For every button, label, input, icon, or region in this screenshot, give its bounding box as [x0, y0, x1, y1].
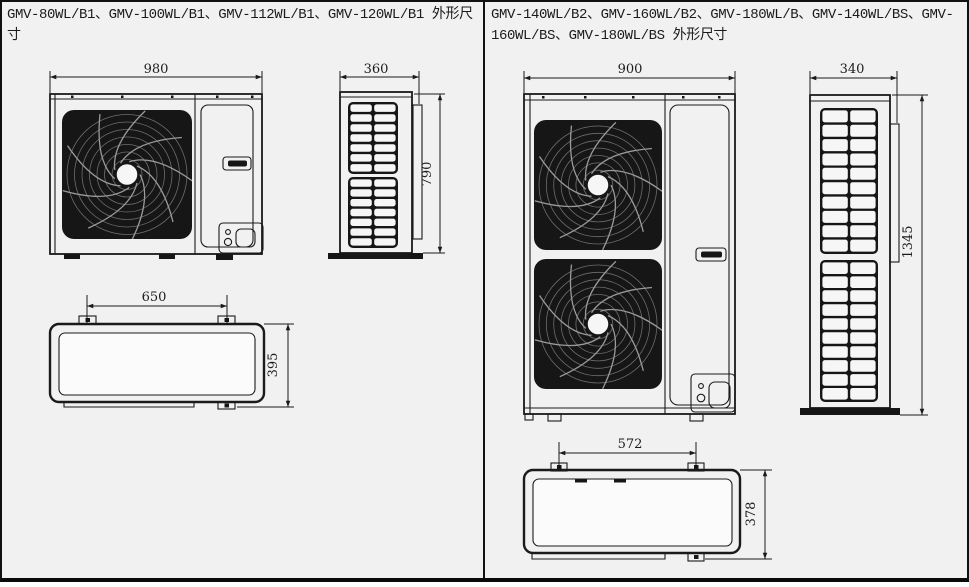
- right-front-screws: [542, 96, 721, 99]
- left-top-view: 650 395: [48, 290, 294, 410]
- left-side-depth-label: 360: [364, 62, 389, 77]
- left-handle: [222, 156, 252, 171]
- right-top-notch-2: [614, 479, 626, 483]
- right-top-depth-dimension: 378: [705, 469, 772, 560]
- left-top-depth-label: 395: [266, 353, 281, 378]
- right-top-base-edge: [531, 553, 666, 560]
- panel-left-title: GMV-80WL/B1、GMV-100WL/B1、GMV-112WL/B1、GM…: [7, 7, 473, 44]
- right-side-depth-dimension: 340: [809, 62, 898, 123]
- right-top-notch-1: [575, 479, 587, 483]
- right-front-feet: [524, 413, 704, 422]
- left-top-bottom-tab: [217, 401, 236, 410]
- left-top-pitch-label: 650: [142, 290, 167, 305]
- right-top-pitch-label: 572: [618, 437, 643, 452]
- left-fan-hub: [115, 162, 139, 187]
- left-side-grille-lower: [348, 177, 398, 248]
- left-top-pitch-dimension: 650: [86, 290, 228, 323]
- panel-right-title: GMV-140WL/B2、GMV-160WL/B2、GMV-180WL/B、GM…: [491, 7, 954, 44]
- right-side-grille-lower: [820, 260, 878, 402]
- left-side-depth-dimension: 360: [339, 62, 420, 104]
- left-front-width-dimension: 980: [49, 62, 263, 93]
- right-top-depth-label: 378: [744, 502, 759, 527]
- left-side-height-dimension: 790: [414, 93, 445, 254]
- left-side-grille-upper: [348, 102, 398, 174]
- right-front-width-dimension: 900: [523, 62, 736, 93]
- right-fan-hub-upper: [586, 173, 610, 197]
- left-side-backplate: [412, 104, 423, 240]
- right-junction-box: [690, 373, 736, 413]
- left-side-view: 360 790: [328, 62, 445, 259]
- left-fan-grille: [62, 110, 192, 239]
- left-junction-box: [218, 222, 264, 254]
- right-fan-grille-upper: [534, 120, 662, 250]
- right-front-width-label: 900: [618, 62, 643, 77]
- left-top-base-edge: [63, 402, 195, 408]
- right-side-base: [800, 408, 900, 415]
- left-side-height-label: 790: [420, 162, 435, 187]
- right-side-height-label: 1345: [901, 225, 916, 258]
- right-front-view: 900: [523, 62, 736, 422]
- left-front-screws: [71, 95, 254, 98]
- dimension-drawings-svg: 980: [48, 62, 928, 562]
- left-front-feet: [64, 254, 233, 260]
- panel-divider: [483, 2, 485, 578]
- left-front-view: 980: [49, 62, 264, 260]
- left-service-panel: [200, 104, 254, 248]
- right-top-pitch-dimension: 572: [558, 437, 697, 469]
- right-service-panel: [669, 104, 730, 406]
- left-front-width-label: 980: [144, 62, 169, 77]
- right-side-backplate: [889, 123, 900, 263]
- right-side-height-dimension: 1345: [892, 94, 928, 416]
- right-fan-hub-lower: [586, 312, 610, 336]
- right-top-bottom-tab: [687, 552, 705, 562]
- right-side-view: 340 1345: [800, 62, 928, 416]
- right-handle: [695, 247, 727, 262]
- right-side-grille-upper: [820, 108, 878, 254]
- right-top-view: 572: [522, 437, 772, 562]
- left-side-base: [328, 253, 423, 259]
- right-side-depth-label: 340: [840, 62, 865, 77]
- right-fan-grille-lower: [534, 259, 662, 389]
- left-top-depth-dimension: 395: [237, 323, 294, 408]
